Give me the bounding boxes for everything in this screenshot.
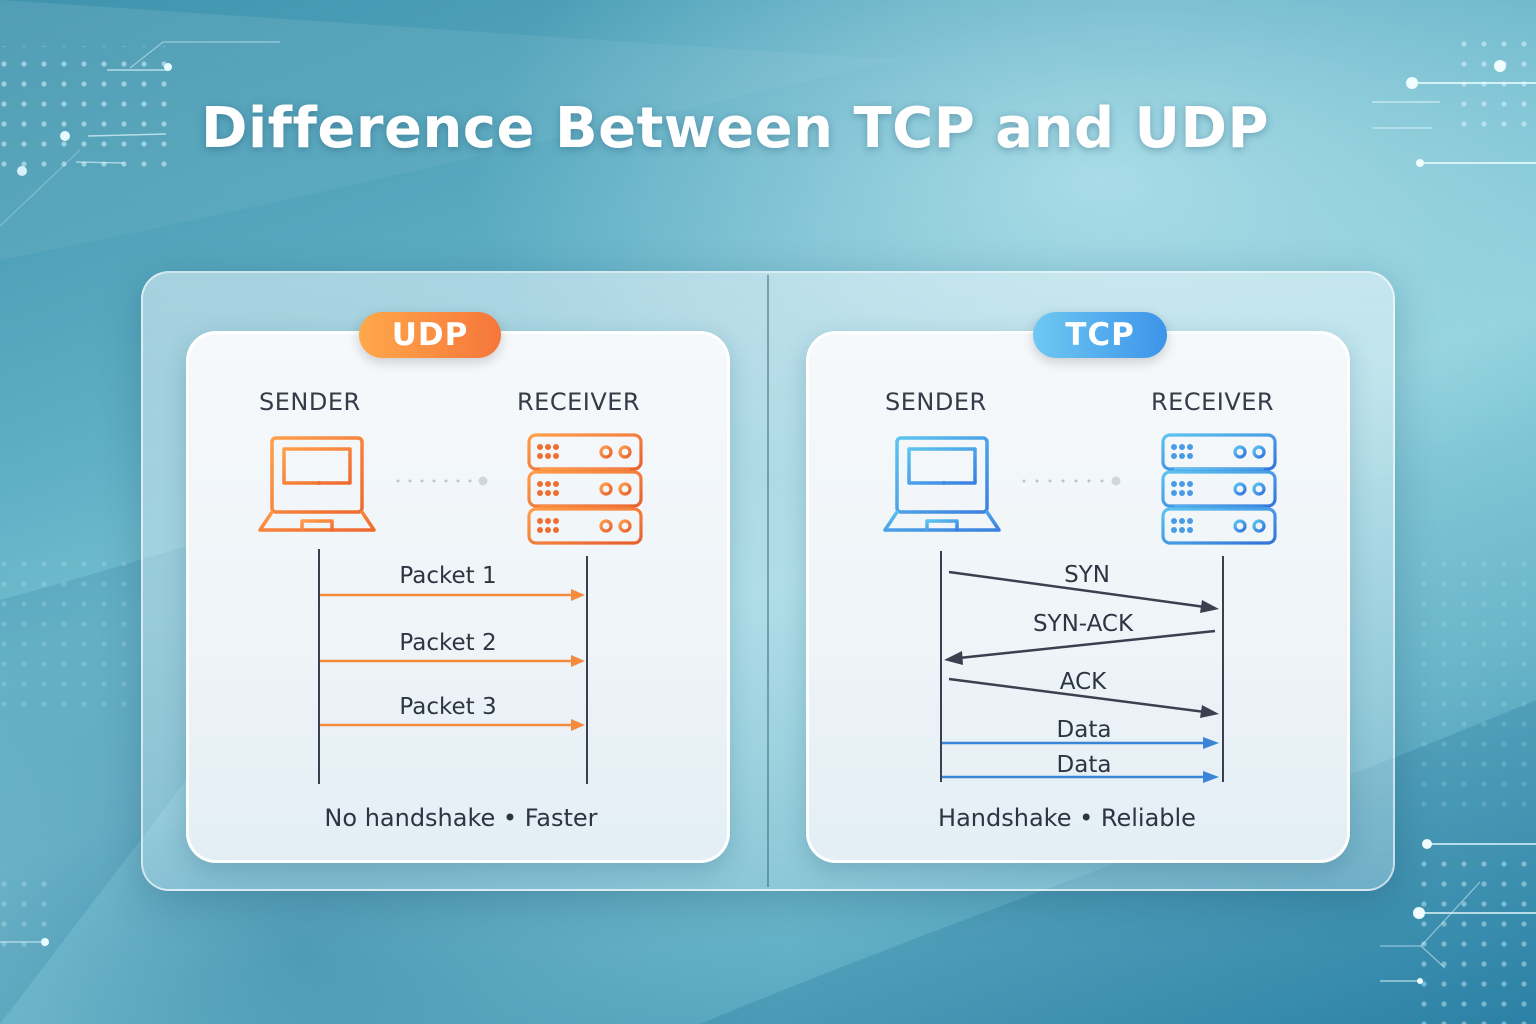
udp-receiver-label: RECEIVER [517, 388, 641, 416]
tcp-message-label: Data [1056, 752, 1112, 778]
connection-dots [394, 472, 490, 491]
udp-badge: UDP [359, 312, 501, 358]
tcp-sequence-diagram [940, 551, 1224, 783]
panel-divider [767, 275, 769, 887]
server-icon [1161, 433, 1277, 545]
udp-sender-label: SENDER [259, 388, 361, 416]
udp-summary: No handshake • Faster [324, 804, 598, 832]
tcp-sender-label: SENDER [885, 388, 987, 416]
udp-sequence-diagram [318, 549, 588, 784]
udp-message-label: Packet 1 [399, 563, 497, 589]
udp-message-label: Packet 3 [399, 694, 497, 720]
tcp-message-label: SYN [1064, 562, 1110, 588]
laptop-icon [258, 436, 376, 532]
tcp-message-label: Data [1056, 717, 1112, 743]
tcp-badge: TCP [1033, 312, 1167, 358]
udp-card: UDP SENDER RECEIVER [186, 312, 730, 863]
tcp-message-label: ACK [1059, 669, 1107, 695]
page-title: Difference Between TCP and UDP [200, 96, 1270, 161]
connection-dots [1020, 472, 1124, 491]
tcp-message-label: SYN-ACK [1032, 611, 1134, 637]
tcp-card: TCP SENDER RECEIVER [806, 312, 1350, 863]
udp-message-label: Packet 2 [399, 630, 497, 656]
laptop-icon [883, 436, 1001, 532]
tcp-receiver-label: RECEIVER [1151, 388, 1275, 416]
tcp-summary: Handshake • Reliable [938, 804, 1196, 832]
server-icon [527, 433, 643, 545]
